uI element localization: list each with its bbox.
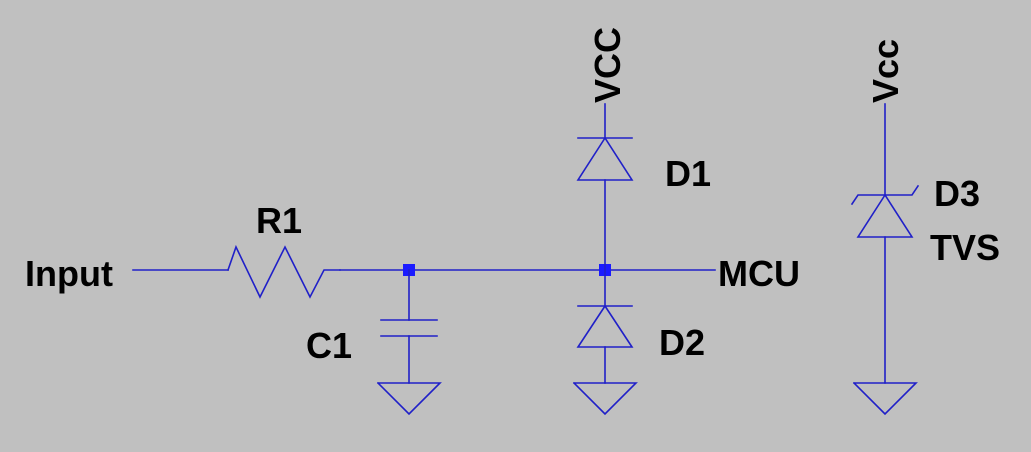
resistor-r1 (226, 244, 341, 299)
ground-symbol-d2 (572, 381, 638, 416)
mcu-label: MCU (718, 253, 800, 294)
tvs-label: TVS (930, 227, 1000, 268)
tvs-diode-d3 (850, 103, 920, 384)
d2-label: D2 (659, 322, 705, 363)
diode-d2 (576, 269, 634, 384)
ground-symbol-c1 (376, 381, 442, 416)
r1-label: R1 (256, 200, 302, 241)
vcc-top-label: VCC (587, 27, 628, 103)
ground-symbol-d3 (852, 381, 918, 416)
vcc-right-label: Vcc (865, 39, 906, 103)
c1-label: C1 (306, 325, 352, 366)
input-label: Input (25, 253, 113, 294)
capacitor-c1 (380, 269, 438, 384)
d3-label: D3 (934, 173, 980, 214)
diode-d1 (576, 103, 634, 271)
d1-label: D1 (665, 153, 711, 194)
